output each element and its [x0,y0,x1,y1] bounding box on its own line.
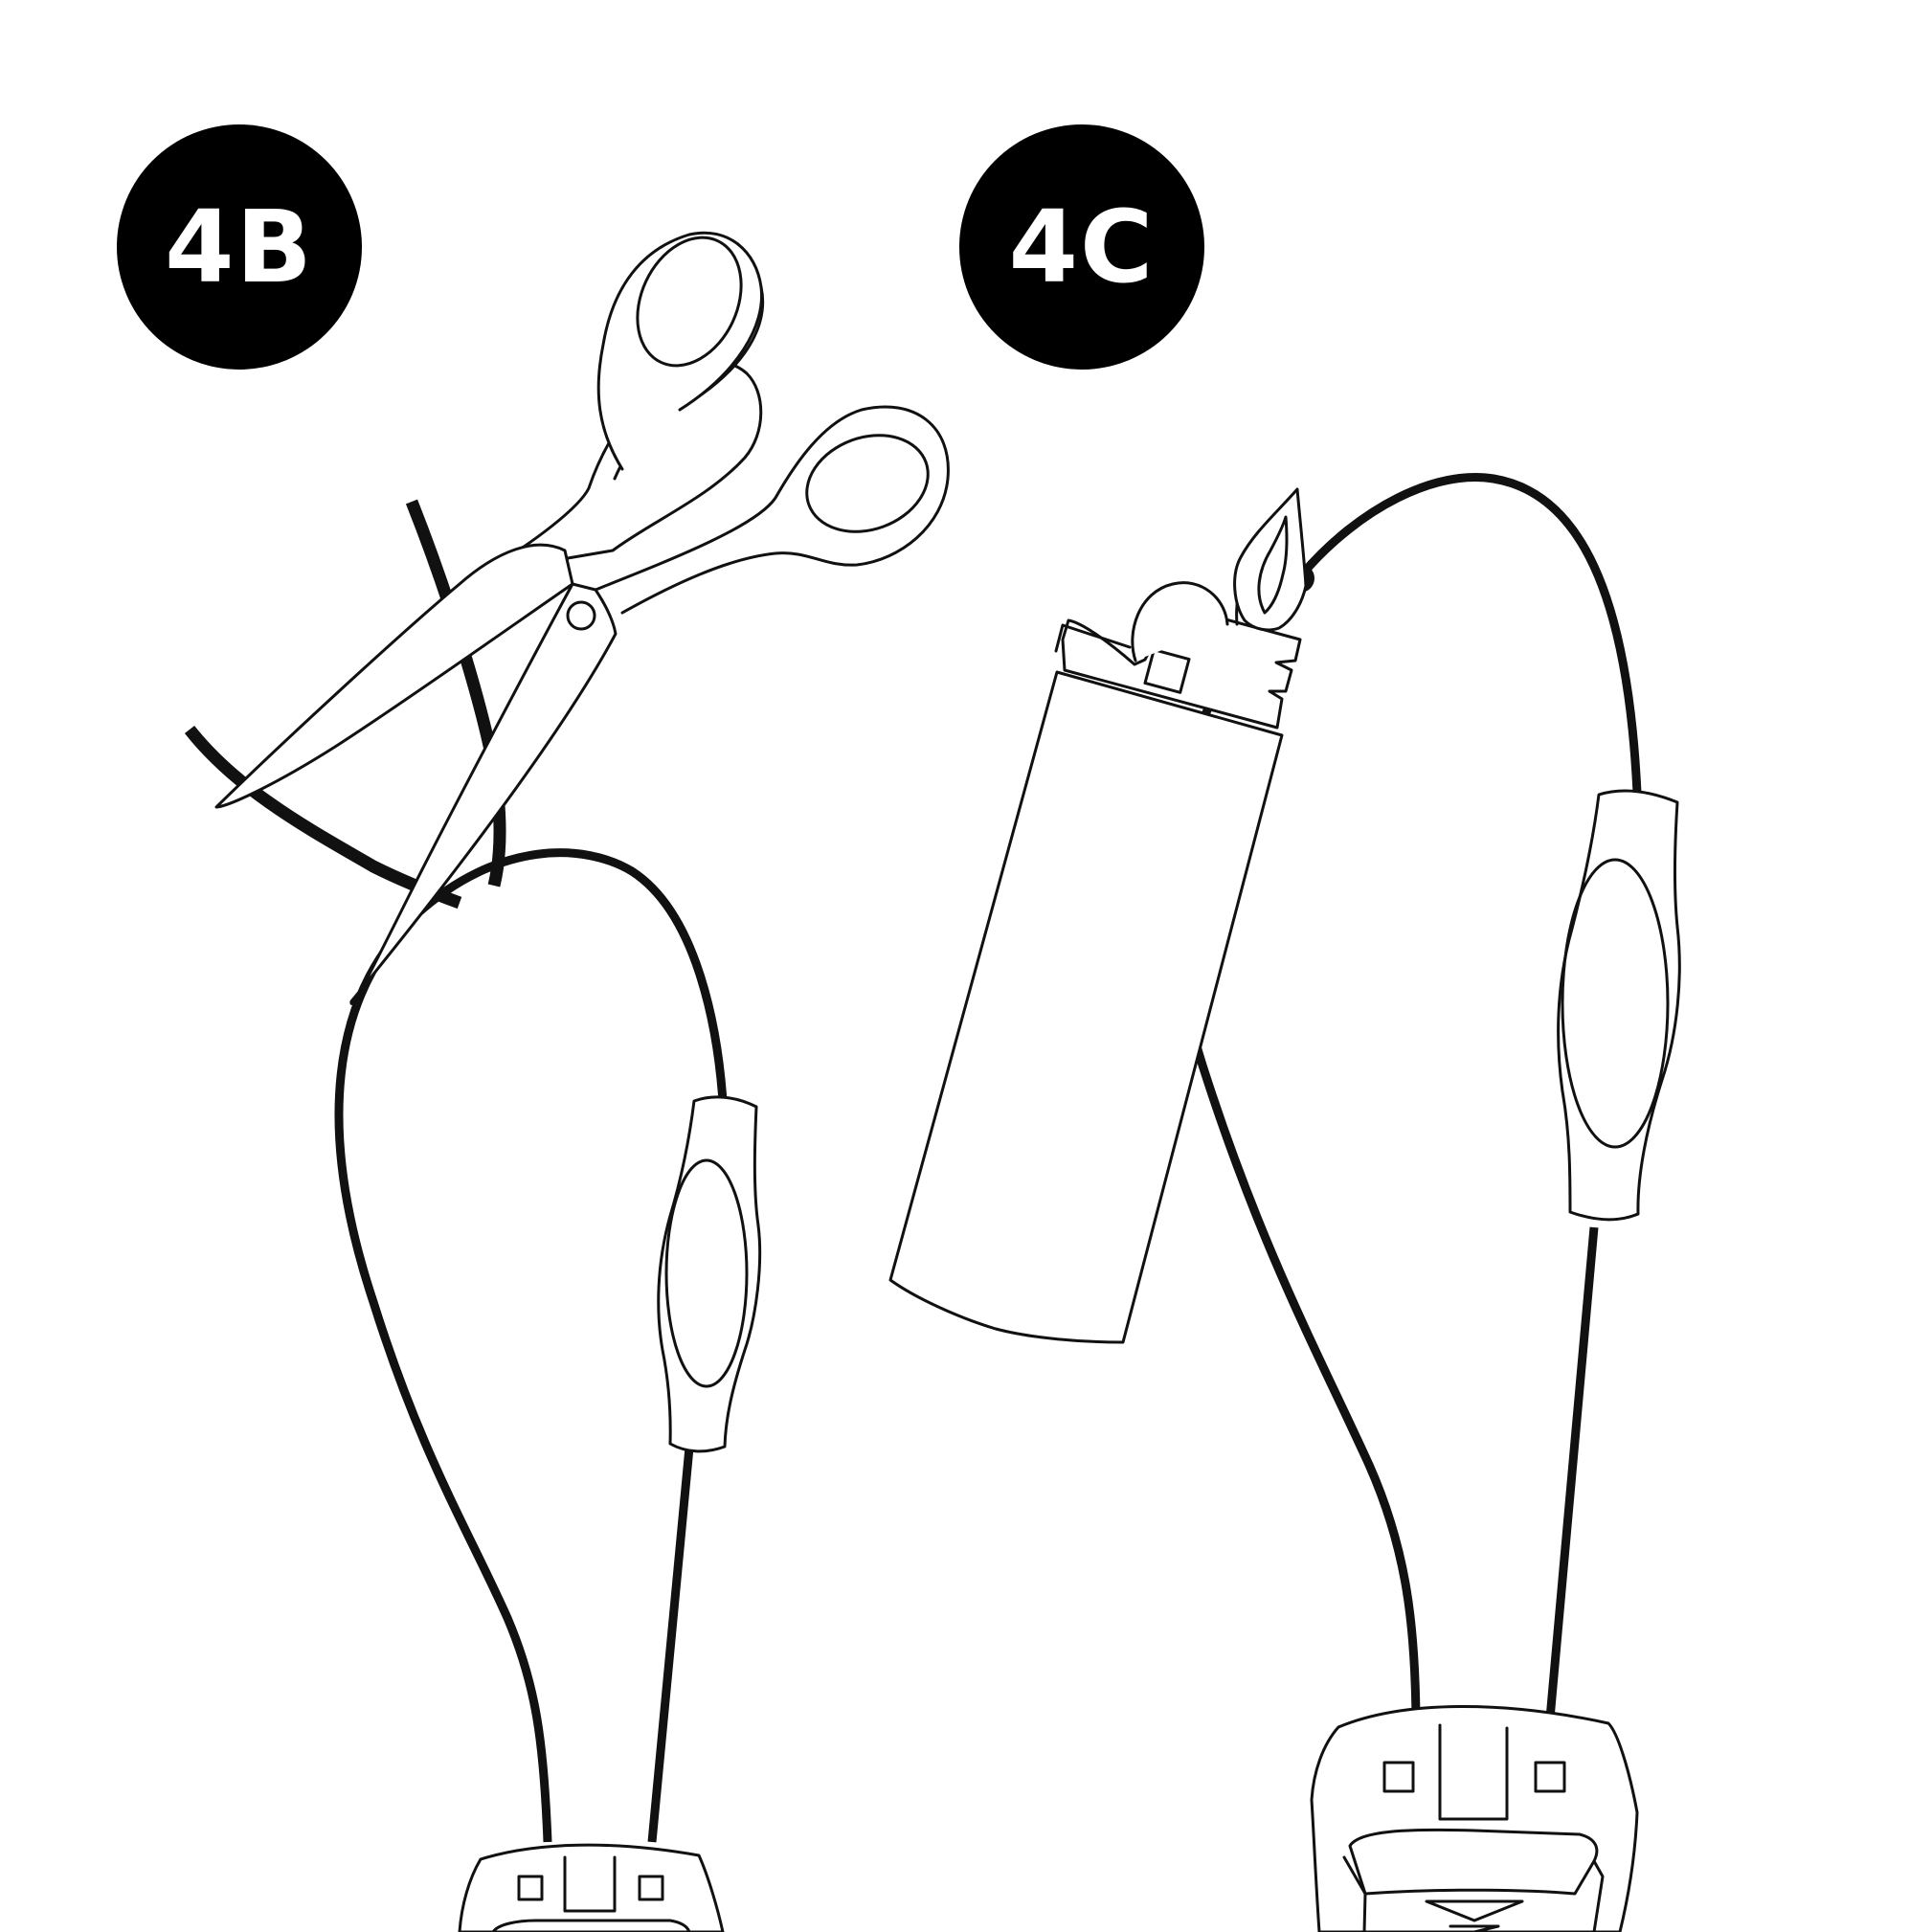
step-badge-4c: 4C [959,124,1204,370]
strap-buckle-4b [458,1843,725,1932]
cord-loop [334,848,728,1843]
cord-upper-arc [1298,473,1642,794]
cord-lock-toggle [657,1095,762,1453]
step-badge-4b: 4B [117,124,362,370]
panel-4c [888,473,1681,1932]
cord-lock-toggle [1557,789,1681,1222]
cord-right-strand [647,1447,694,1843]
step-label-4b: 4B [165,189,314,305]
scissors-icon [214,231,950,1005]
lighter-icon [888,487,1308,1344]
cord-right-strand [1545,1226,1599,1719]
strap-buckle-4c [1310,1705,1639,1932]
panel-4b [184,231,950,1932]
step-label-4c: 4C [1008,189,1156,305]
